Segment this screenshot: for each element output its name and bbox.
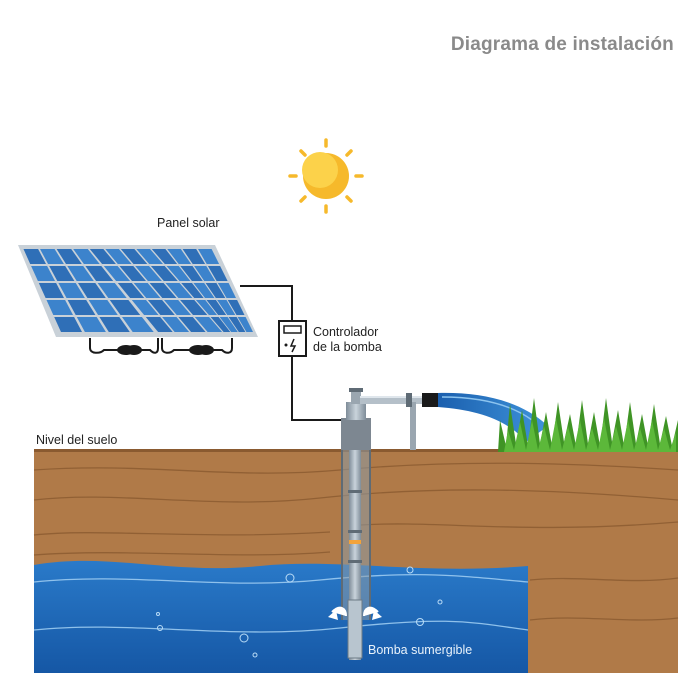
solar-cell xyxy=(97,283,127,298)
solar-cell xyxy=(109,300,141,315)
solar-cell xyxy=(180,266,203,281)
solar-cell xyxy=(206,300,227,315)
solar-cell xyxy=(219,317,238,332)
solar-cell xyxy=(228,317,246,332)
solar-cell xyxy=(76,317,106,332)
solar-cells xyxy=(23,249,253,332)
solar-cell xyxy=(54,317,82,332)
solar-cell xyxy=(164,300,191,315)
solar-cell xyxy=(73,249,100,264)
solar-cell xyxy=(165,283,193,298)
solar-cell xyxy=(49,266,75,281)
solar-cell xyxy=(136,249,163,264)
solar-cell xyxy=(40,249,64,264)
solar-panel-label: Panel solar xyxy=(157,216,220,230)
solar-cell xyxy=(88,300,118,315)
solar-cell xyxy=(193,283,215,298)
solar-cell xyxy=(198,249,220,264)
solar-cell xyxy=(67,300,96,315)
groundwater xyxy=(33,560,529,673)
solar-cell xyxy=(151,249,178,264)
solar-cell xyxy=(67,266,94,281)
solar-cell xyxy=(120,249,148,264)
solar-cell xyxy=(181,283,204,298)
solar-cell xyxy=(147,300,175,315)
solar-cell xyxy=(103,266,131,281)
solar-cell xyxy=(78,283,106,298)
pump-controller-icon xyxy=(278,320,307,357)
wellhead xyxy=(341,388,371,450)
solar-cell xyxy=(150,266,178,281)
submersible-pump-label: Bomba sumergible xyxy=(368,643,473,657)
solar-cell xyxy=(167,249,192,264)
solar-cell xyxy=(194,317,223,332)
solar-cell xyxy=(205,283,226,298)
solar-cell xyxy=(149,283,177,298)
solar-cell xyxy=(131,300,159,315)
solar-cell xyxy=(56,249,82,264)
power-cable xyxy=(240,285,341,421)
solar-cell xyxy=(210,317,231,332)
solar-cell xyxy=(217,283,236,298)
submersible-pump-icon xyxy=(328,599,382,659)
solar-cell xyxy=(162,317,190,332)
solar-cell xyxy=(89,249,116,264)
solar-cell xyxy=(178,317,206,332)
solar-cell xyxy=(180,300,208,315)
sun-icon xyxy=(288,138,364,214)
solar-cell xyxy=(133,283,161,298)
solar-cell xyxy=(237,317,253,332)
solar-cell xyxy=(182,249,206,264)
solar-cell xyxy=(38,283,64,298)
solar-cell xyxy=(195,300,217,315)
controller-label: Controlador de la bomba xyxy=(313,325,382,355)
solar-cell xyxy=(135,266,162,281)
solar-cell xyxy=(46,300,73,315)
solar-cell xyxy=(23,249,46,264)
solar-panel-array xyxy=(18,245,258,355)
solar-cell xyxy=(207,266,228,281)
solar-cell xyxy=(194,266,216,281)
solar-cell xyxy=(85,266,114,281)
ground-level-label: Nivel del suelo xyxy=(36,433,118,447)
solar-cell xyxy=(99,317,130,332)
page-title: Diagrama de instalación xyxy=(450,34,674,55)
solar-cell xyxy=(58,283,85,298)
solar-cell xyxy=(31,266,55,281)
solar-cell xyxy=(105,249,132,264)
solar-cell xyxy=(227,300,245,315)
controller-label-line2: de la bomba xyxy=(313,340,382,354)
solar-cell xyxy=(117,283,145,298)
solar-cell xyxy=(217,300,236,315)
controller-label-line1: Controlador xyxy=(313,325,379,339)
solar-cell xyxy=(122,317,154,332)
solar-cell xyxy=(119,266,146,281)
solar-cell xyxy=(166,266,191,281)
grass-icon xyxy=(498,398,678,452)
solar-cell xyxy=(145,317,173,332)
discharge-pipe xyxy=(360,393,438,450)
